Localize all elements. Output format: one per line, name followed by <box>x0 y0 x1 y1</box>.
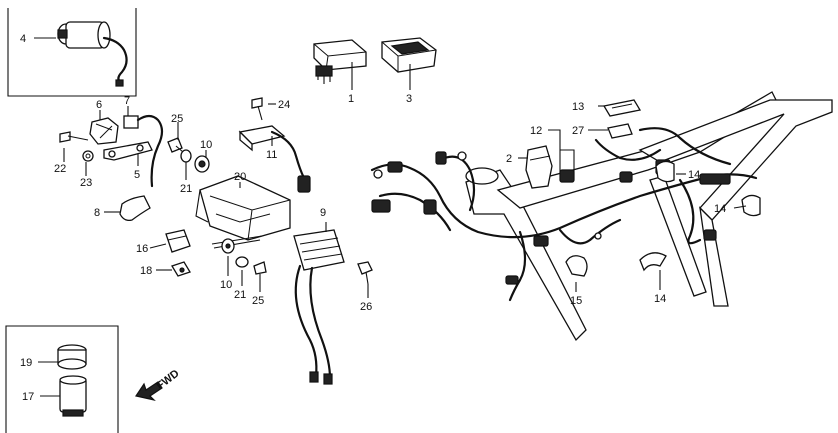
part-7-terminal <box>119 114 164 222</box>
part-20-cdi-bracket <box>195 175 291 249</box>
part-15-clamp <box>565 255 588 277</box>
label-part-11: 11 <box>266 149 277 161</box>
part-25-bolt-bottom <box>253 261 267 275</box>
label-part-3: 3 <box>406 93 412 105</box>
part-3-relay <box>381 37 437 73</box>
part-14-clamp-a <box>639 252 667 272</box>
part-16-clip <box>165 229 191 253</box>
inset-box-fuse-holder <box>5 325 119 433</box>
part-10-grommet-top <box>194 155 210 173</box>
fwd-label: FWD <box>154 367 181 392</box>
label-part-26: 26 <box>360 301 372 313</box>
fwd-arrow-icon <box>135 381 163 402</box>
label-part-6: 6 <box>96 99 102 111</box>
part-22-bolt <box>59 131 89 143</box>
label-part-14-right: 14 <box>714 203 726 215</box>
label-part-12: 12 <box>530 125 542 137</box>
label-part-14-right-top: 14 <box>688 169 700 181</box>
label-part-21-top: 21 <box>180 183 192 195</box>
label-part-17: 17 <box>22 391 34 403</box>
label-part-24: 24 <box>278 99 290 111</box>
label-part-1: 1 <box>348 93 354 105</box>
part-23-washer <box>82 150 94 162</box>
part-21-washer-bottom <box>235 256 249 268</box>
part-13-relay-block <box>602 99 642 117</box>
part-9-regulator-rectifier <box>293 229 345 385</box>
inset-box-starter-relay <box>7 8 137 97</box>
label-part-14-bottom: 14 <box>654 293 666 305</box>
label-part-5: 5 <box>134 169 140 181</box>
part-27-clip <box>607 123 633 139</box>
label-part-8: 8 <box>94 207 100 219</box>
label-part-25-bottom: 25 <box>252 295 264 307</box>
part-labels: 4 1 3 6 7 24 25 10 22 23 5 21 11 20 8 9 … <box>20 33 726 403</box>
label-part-2: 2 <box>506 153 512 165</box>
label-part-16: 16 <box>136 243 148 255</box>
label-part-15: 15 <box>570 295 582 307</box>
label-part-9: 9 <box>320 207 326 219</box>
part-14-clamp-b <box>741 194 761 217</box>
label-part-25-top: 25 <box>171 113 183 125</box>
label-part-18: 18 <box>140 265 152 277</box>
label-part-7: 7 <box>124 95 130 107</box>
part-2-connector-cover <box>525 145 553 189</box>
part-14-clamp-c <box>655 160 675 183</box>
part-26-bolt <box>357 261 373 285</box>
part-5-bracket <box>103 141 153 161</box>
part-24-bolt <box>251 97 263 121</box>
label-part-13: 13 <box>572 101 584 113</box>
wire-harness <box>370 127 758 302</box>
label-part-4: 4 <box>20 33 26 45</box>
label-part-19: 19 <box>20 357 32 369</box>
part-21-washer-top <box>180 149 192 163</box>
fwd-indicator: FWD <box>135 367 182 402</box>
label-part-22: 22 <box>54 163 66 175</box>
leader-lines <box>34 37 747 397</box>
label-part-21-bottom: 21 <box>234 289 246 301</box>
label-part-10-top: 10 <box>200 139 212 151</box>
part-18-clip <box>171 261 191 277</box>
label-part-27: 27 <box>572 125 584 137</box>
part-1-relay <box>313 39 367 84</box>
label-part-20: 20 <box>234 171 246 183</box>
part-11-cdi-unit <box>238 125 311 193</box>
part-6-cap <box>89 117 119 145</box>
part-10-grommet-bottom <box>221 238 235 254</box>
label-part-23: 23 <box>80 177 92 189</box>
label-part-10-bottom: 10 <box>220 279 232 291</box>
